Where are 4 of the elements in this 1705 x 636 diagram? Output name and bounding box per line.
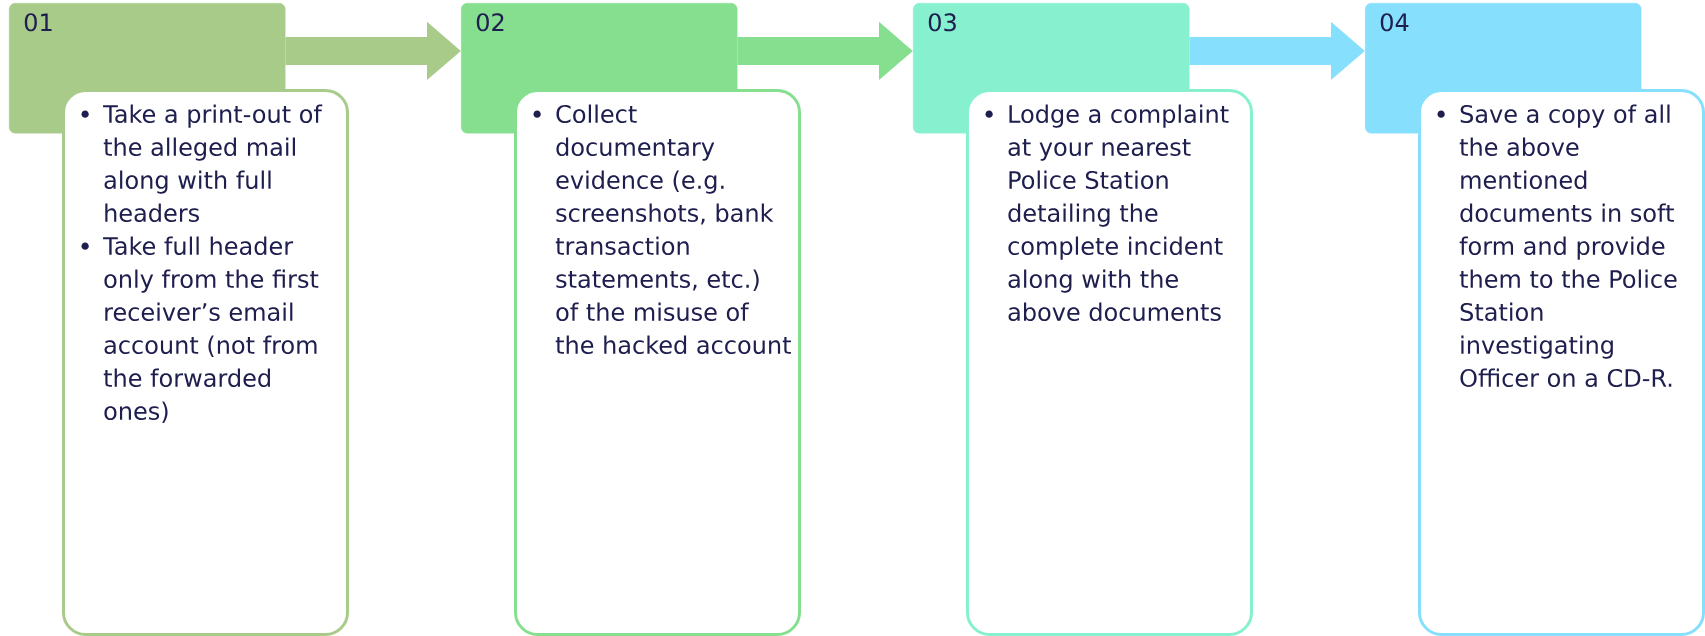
step-card: Collect documentary evidence (e.g. screenshots, bank transaction statements, etc.) of the misuse of the hacked account [514, 89, 801, 636]
step-card: Take a print-out of the alleged mail along with full headers Take full header only from the first receiver’s email account (not from the forwarded ones) [62, 89, 349, 636]
step-card: Save a copy of all the above mentioned documents in soft form and provide them to the Police Station investigating Officer on a CD-R. [1418, 89, 1705, 636]
step-card: Lodge a complaint at your nearest Police Station detailing the complete incident along with the above documents [966, 89, 1253, 636]
